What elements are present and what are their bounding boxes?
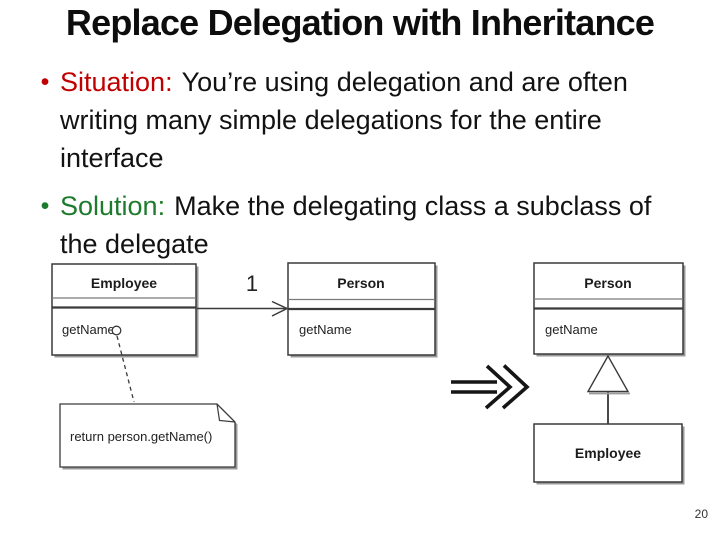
page-title: Replace Delegation with Inheritance	[65, 2, 655, 43]
multiplicity-label: 1	[246, 271, 258, 296]
situation-label: Situation:	[60, 67, 173, 97]
class-box-shadow	[54, 266, 199, 358]
bullet-text: Solution: Make the delegating class a sub…	[60, 187, 702, 263]
after-employee-class: Employee	[533, 423, 685, 485]
bullet-line: the delegate	[60, 229, 209, 259]
bullet-list: • Situation: You’re using delegation and …	[30, 63, 702, 263]
open-arrowhead	[271, 300, 289, 317]
class-name: Person	[584, 275, 631, 291]
class-method: getName	[62, 322, 115, 337]
solution-label: Solution:	[60, 191, 166, 221]
bullet-line: You’re using delegation and are often	[181, 67, 628, 97]
class-box	[533, 262, 684, 355]
hollow-triangle-icon	[586, 354, 630, 393]
class-name: Employee	[575, 445, 641, 461]
note-text: return person.getName()	[70, 429, 212, 444]
bullet-line: Make the delegating class a subclass of	[174, 191, 652, 221]
after-person-class: Person getName	[533, 262, 686, 357]
page-number: 20	[694, 507, 708, 521]
class-box	[51, 263, 197, 356]
transform-double-arrow-icon	[451, 364, 530, 410]
note-dashed-connector	[116, 335, 135, 403]
before-person-class: Person getName	[287, 262, 438, 358]
uml-note: return person.getName()	[59, 403, 238, 470]
bullet-icon: •	[40, 192, 50, 220]
bullet-situation: • Situation: You’re using delegation and …	[30, 63, 702, 177]
bullet-line: writing many simple delegations for the …	[60, 105, 602, 135]
class-method: getName	[545, 322, 598, 337]
class-box-shadow	[536, 265, 686, 357]
before-employee-class: Employee getName	[51, 263, 199, 358]
bullet-text: Situation: You’re using delegation and ar…	[60, 63, 702, 177]
inheritance-arrow	[586, 354, 630, 424]
class-box	[287, 262, 436, 356]
note-fold-icon	[216, 403, 236, 423]
bullet-line: interface	[60, 143, 164, 173]
class-box-shadow	[290, 265, 438, 358]
class-box-shadow	[536, 426, 685, 485]
class-name: Employee	[91, 275, 157, 291]
association-arrow: 1	[197, 271, 289, 317]
class-method: getName	[299, 322, 352, 337]
class-box	[533, 423, 683, 483]
note-anchor-circle	[111, 325, 122, 336]
note-shadow	[62, 406, 238, 470]
bullet-solution: • Solution: Make the delegating class a s…	[30, 187, 702, 263]
note-box	[59, 403, 236, 468]
class-name: Person	[337, 275, 384, 291]
bullet-icon: •	[40, 68, 50, 96]
